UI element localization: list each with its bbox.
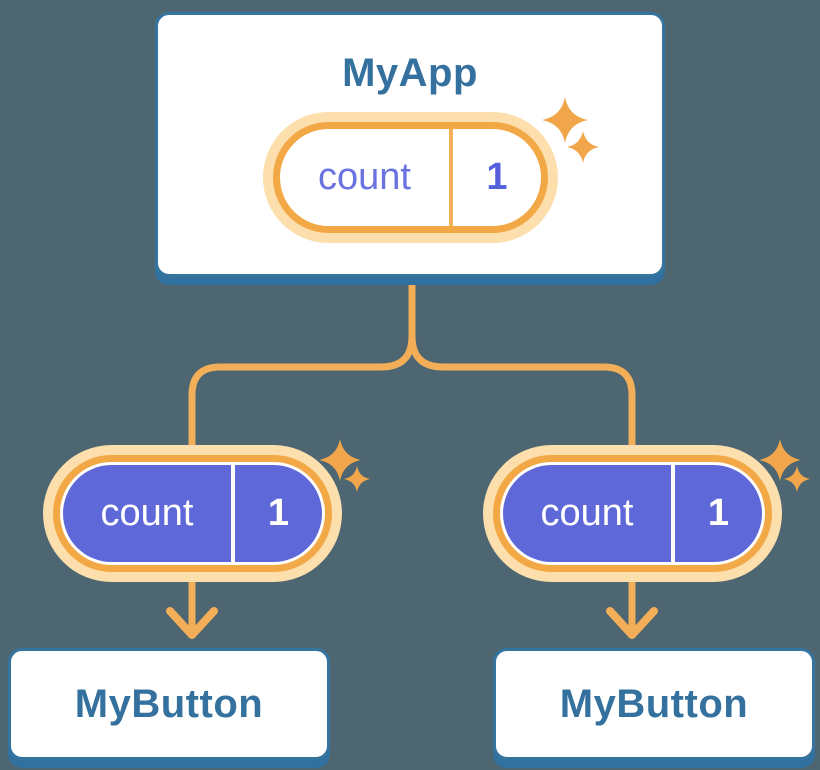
- component-title: MyButton: [74, 681, 264, 726]
- state-name: count: [318, 156, 411, 198]
- state-name: count: [540, 492, 634, 534]
- state-value: 1: [267, 492, 290, 534]
- arrow-down-icon: [166, 607, 218, 639]
- component-title: MyApp: [342, 51, 478, 95]
- sparkle-icon: [784, 466, 810, 492]
- state-name: count: [100, 492, 194, 534]
- state-pill-body: count 1: [503, 465, 762, 562]
- pill-divider: [449, 129, 453, 226]
- branch-right-line: [408, 282, 636, 634]
- state-pill-body: count 1: [63, 465, 322, 562]
- state-value: 1: [486, 156, 508, 198]
- state-pill-ring: count 1: [53, 455, 332, 572]
- sparkle-icon: [344, 466, 370, 492]
- arrow-down-icon: [606, 607, 658, 639]
- component-title: MyButton: [559, 681, 749, 726]
- state-pill-child-right: count 1: [483, 445, 782, 582]
- sparkle-icon: [319, 439, 361, 481]
- sparkle-icon: [567, 131, 599, 163]
- state-pill-child-left: count 1: [43, 445, 342, 582]
- state-pill-ring: count 1: [493, 455, 772, 572]
- state-pill-ring: count 1: [273, 122, 548, 233]
- pill-divider: [231, 465, 235, 562]
- component-card-child-right: MyButton: [493, 648, 815, 760]
- component-card-child-left: MyButton: [8, 648, 330, 760]
- pill-divider: [671, 465, 675, 562]
- sparkle-icon: [759, 439, 801, 481]
- state-pill-root: count 1: [263, 112, 558, 243]
- state-value: 1: [707, 492, 730, 534]
- sparkle-icon: [542, 97, 588, 143]
